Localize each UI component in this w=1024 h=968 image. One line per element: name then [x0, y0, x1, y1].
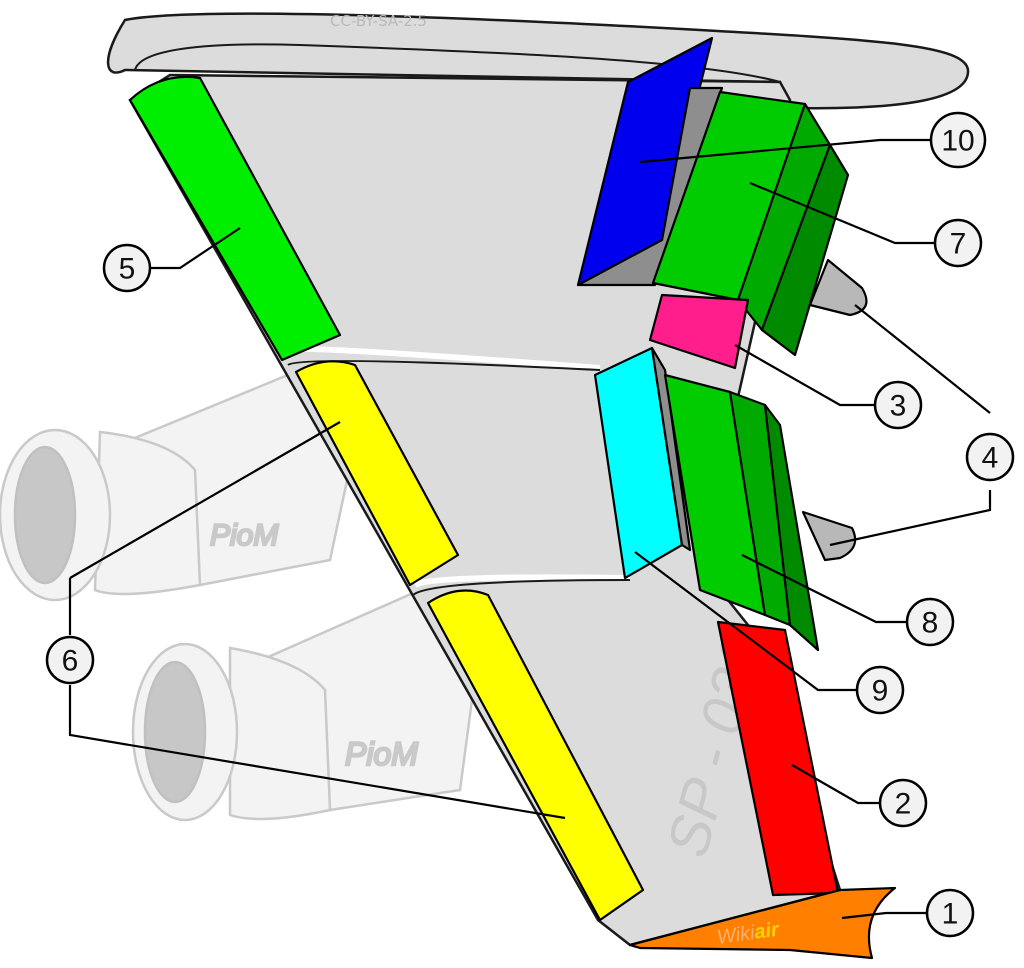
callout-3-label: 3	[890, 390, 907, 423]
callout-1: 1	[925, 888, 975, 938]
part-6-slat-outer	[426, 589, 645, 922]
part-6-slat-middle	[294, 360, 460, 587]
part-4-flap-track-inner	[808, 258, 868, 317]
callout-2: 2	[878, 778, 928, 828]
engine-outer: PioM	[131, 588, 482, 822]
callout-8: 8	[905, 597, 955, 647]
part-5-slat-inner	[128, 75, 342, 362]
callout-10-label: 10	[941, 125, 974, 158]
callout-7-label: 7	[950, 228, 967, 261]
callout-9: 9	[855, 665, 905, 715]
callout-8-label: 8	[922, 607, 939, 640]
callout-4-label: 4	[982, 442, 999, 475]
wing-section-line-2b	[412, 579, 631, 596]
part-4-flap-track-outer	[801, 510, 857, 562]
callout-10: 10	[929, 111, 987, 169]
winglet-logo: Wikiair	[716, 918, 782, 949]
engine-outer-label: PioM	[345, 736, 418, 772]
callout-2-label: 2	[895, 788, 912, 821]
part-1-winglet	[628, 886, 897, 960]
wing-section-line-1b	[287, 360, 601, 371]
callout-4: 4	[965, 432, 1015, 482]
license-label: CC-BY-SA-2.5	[330, 12, 427, 30]
callout-3: 3	[873, 380, 923, 430]
part-10-spoiler-base	[576, 86, 724, 287]
leader-lines	[68, 138, 992, 920]
wing-section-line-2	[413, 574, 631, 588]
engine-inner-label: PioM	[210, 519, 278, 552]
part-3-roll-spoiler	[648, 293, 750, 370]
part-8-flap-rear	[763, 403, 820, 652]
callout-6: 6	[45, 635, 95, 685]
callout-9-label: 9	[872, 675, 889, 708]
callout-5: 5	[102, 243, 152, 293]
engine-inner: PioM	[0, 368, 362, 602]
callout-5-label: 5	[119, 253, 136, 286]
callout-1-label: 1	[942, 898, 959, 931]
callout-6-label: 6	[62, 645, 79, 678]
callout-7: 7	[933, 218, 983, 268]
part-9-spoiler-base	[650, 346, 692, 552]
